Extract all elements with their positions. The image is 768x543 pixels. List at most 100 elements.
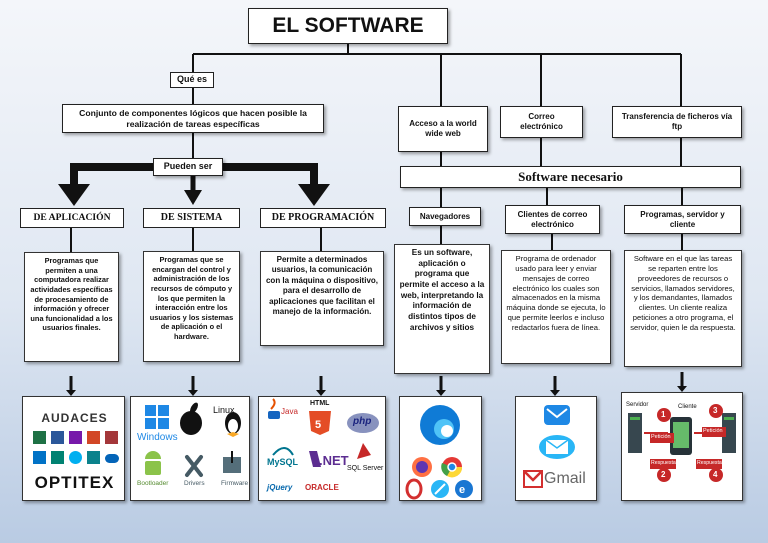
firmware-label: Firmware (221, 480, 249, 487)
image-client-server: Servidor Cliente 1 2 3 4 Petición Petici… (621, 392, 743, 501)
server-left-icon (628, 413, 642, 453)
peticion-label-1: Petición (651, 434, 671, 440)
category-sistema: DE SISTEMA (143, 208, 240, 228)
desc-programacion: Permite a determinados usuarios, la comu… (260, 251, 384, 346)
page-title: EL SOFTWARE (248, 8, 448, 44)
desc-servidor-cliente: Software en el que las tareas se reparte… (624, 250, 742, 367)
software-necesario: Software necesario (400, 166, 741, 188)
image-system-software: Windows Linux Bootloader Drivers Firmwar… (130, 396, 250, 501)
sqlserver-icon (357, 443, 371, 459)
php-label: php (353, 416, 372, 427)
sharepoint-icon (87, 451, 100, 464)
system-logos (145, 402, 241, 477)
image-email-clients: Gmail (515, 396, 597, 501)
badge-1: 1 (661, 410, 666, 419)
android-icon (145, 451, 161, 475)
peticion-tag-2 (702, 427, 726, 437)
mysql-label: MySQL (267, 457, 299, 467)
access-icon (105, 431, 118, 444)
dotnet-icon (309, 451, 321, 467)
gmail-icon (523, 470, 543, 488)
audaces-logo: AUDACES (41, 411, 108, 425)
peticion-label-2: Petición (703, 428, 723, 434)
onedrive-icon (105, 454, 119, 463)
mail-app-icon (544, 405, 570, 425)
firmware-icon (223, 451, 241, 473)
gmail-label: Gmail (544, 470, 586, 487)
bootloader-label: Bootloader (137, 480, 169, 487)
desc-navegadores: Es un software, aplicación o programa qu… (394, 244, 490, 374)
badge-2: 2 (661, 470, 666, 479)
ie-icon: e (455, 480, 473, 498)
server-right-icon (722, 413, 736, 453)
drivers-icon (185, 455, 203, 477)
needed-servidor-cliente: Programas, servidor y cliente (624, 205, 741, 234)
html5-icon: 5 (309, 411, 331, 435)
windows-label: Windows (137, 432, 178, 443)
outlook-icon (33, 451, 46, 464)
client-server-diagram (628, 404, 736, 482)
safari-icon (431, 480, 449, 498)
jquery-label: jQuery (267, 483, 293, 492)
word-icon (51, 431, 64, 444)
email-logos (523, 405, 575, 488)
mysql-icon (272, 447, 294, 456)
client-phone-icon (670, 417, 692, 455)
programming-logos: 5 (268, 398, 379, 467)
office-icons-row-1 (33, 431, 118, 445)
oracle-label: ORACLE (305, 483, 339, 492)
tux-icon (225, 412, 241, 437)
powerpoint-icon (87, 431, 100, 444)
needed-navegadores: Navegadores (409, 207, 481, 226)
drivers-label: Drivers (184, 480, 205, 487)
chrome-icon (441, 457, 463, 478)
php-icon (347, 413, 379, 433)
image-programming-software: 5 Java HTML php MySQL .NET jQuery ORACLE… (258, 396, 386, 501)
opera-icon (405, 478, 423, 500)
respuesta-label-2: Respuesta (697, 460, 722, 466)
category-programacion: DE PROGRAMACIÓN (260, 208, 386, 228)
use-web-access: Acceso a la world wide web (398, 106, 488, 152)
pueden-ser-label: Pueden ser (153, 158, 223, 176)
java-icon (268, 398, 280, 419)
linux-label: Linux (213, 405, 235, 415)
desc-correo: Programa de ordenador usado para leer y … (501, 250, 611, 364)
cliente-label: Cliente (678, 404, 697, 410)
respuesta-tag-2 (696, 459, 722, 469)
office-icons-row-2 (33, 451, 119, 465)
needed-correo: Clientes de correo electrónico (505, 205, 600, 234)
use-ftp: Transferencia de ficheros vía ftp (612, 106, 742, 138)
edge-icon (420, 405, 460, 445)
browser-logos: e (405, 405, 473, 500)
use-email: Correo electrónico (500, 106, 583, 138)
firefox-icon (412, 457, 432, 477)
category-aplicacion: DE APLICACIÓN (20, 208, 124, 228)
respuesta-label-1: Respuesta (651, 460, 676, 466)
skype-icon (69, 451, 82, 464)
image-browsers: e (399, 396, 482, 501)
svg-text:e: e (459, 484, 465, 496)
html-label: HTML (310, 400, 330, 407)
que-es-label: Qué es (170, 72, 214, 88)
sway-icon (51, 451, 64, 464)
desc-sistema: Programas que se encargan del control y … (143, 251, 240, 362)
svg-text:5: 5 (315, 419, 321, 431)
windows-icon (145, 405, 169, 429)
envelope-icon (539, 435, 575, 459)
image-application-software: AUDACES OPTITEX (22, 396, 125, 501)
peticion-tag-1 (650, 433, 674, 443)
respuesta-tag-1 (650, 459, 676, 469)
definition-box: Conjunto de componentes lógicos que hace… (62, 104, 324, 133)
badge-4: 4 (713, 470, 718, 479)
java-label: Java (281, 407, 298, 416)
optitex-logo: OPTITEX (34, 473, 115, 492)
number-badges (657, 404, 723, 482)
servidor-label: Servidor (626, 402, 649, 408)
excel-icon (33, 431, 46, 444)
desc-aplicacion: Programas que permiten a una computadora… (24, 252, 119, 362)
apple-icon (180, 402, 202, 435)
sqlserver-label: SQL Server (347, 465, 384, 472)
badge-3: 3 (713, 406, 718, 415)
onenote-icon (69, 431, 82, 444)
